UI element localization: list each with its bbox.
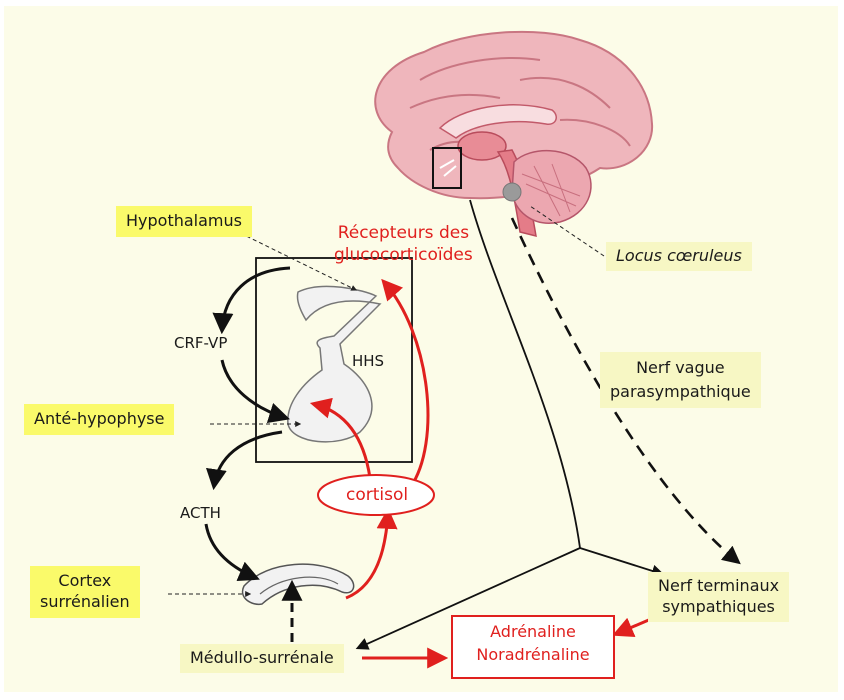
label-medullo-surrenale: Médullo-surrénale — [180, 644, 344, 673]
label-nerf-terminaux-line2: sympathiques — [658, 597, 779, 618]
label-recepteurs-line2: glucocorticoïdes — [334, 244, 473, 266]
arrow-to-nerfs-terminaux — [580, 548, 662, 574]
label-adrenaline: Adrénaline — [452, 620, 614, 643]
label-cortex-line2: surrénalien — [40, 592, 130, 613]
arrow-hypophyse-acth — [214, 432, 282, 486]
label-nerf-terminaux: Nerf terminaux sympathiques — [648, 572, 789, 622]
label-adrenaline-noradrenaline: Adrénaline Noradrénaline — [452, 620, 614, 666]
label-crf-vp: CRF-VP — [174, 334, 227, 354]
label-nerf-vague: Nerf vague parasympathique — [600, 352, 761, 408]
label-hhs: HHS — [352, 352, 384, 372]
label-cortex-line1: Cortex — [40, 571, 130, 592]
label-hypothalamus: Hypothalamus — [116, 206, 252, 237]
brain-illustration — [375, 32, 652, 236]
label-nerf-terminaux-line1: Nerf terminaux — [658, 576, 779, 597]
sympathetic-pathway — [470, 200, 580, 548]
arrow-crf-hypophyse — [222, 360, 286, 418]
label-recepteurs: Récepteurs des glucocorticoïdes — [334, 222, 473, 266]
arrow-cortisol-receptors — [384, 282, 428, 488]
label-nerf-vague-line1: Nerf vague — [610, 356, 751, 380]
arrow-acth-cortex — [206, 524, 256, 578]
label-cortisol: cortisol — [346, 484, 408, 506]
label-cortex-surrenalien: Cortex surrénalien — [30, 566, 140, 618]
label-acth: ACTH — [180, 504, 221, 524]
label-nerf-vague-line2: parasympathique — [610, 380, 751, 404]
adrenal-illustration — [243, 564, 354, 604]
label-locus-coeruleus: Locus cœruleus — [606, 242, 752, 271]
label-ante-hypophyse: Anté-hypophyse — [24, 404, 174, 435]
label-noradrenaline: Noradrénaline — [452, 643, 614, 666]
label-recepteurs-line1: Récepteurs des — [334, 222, 473, 244]
